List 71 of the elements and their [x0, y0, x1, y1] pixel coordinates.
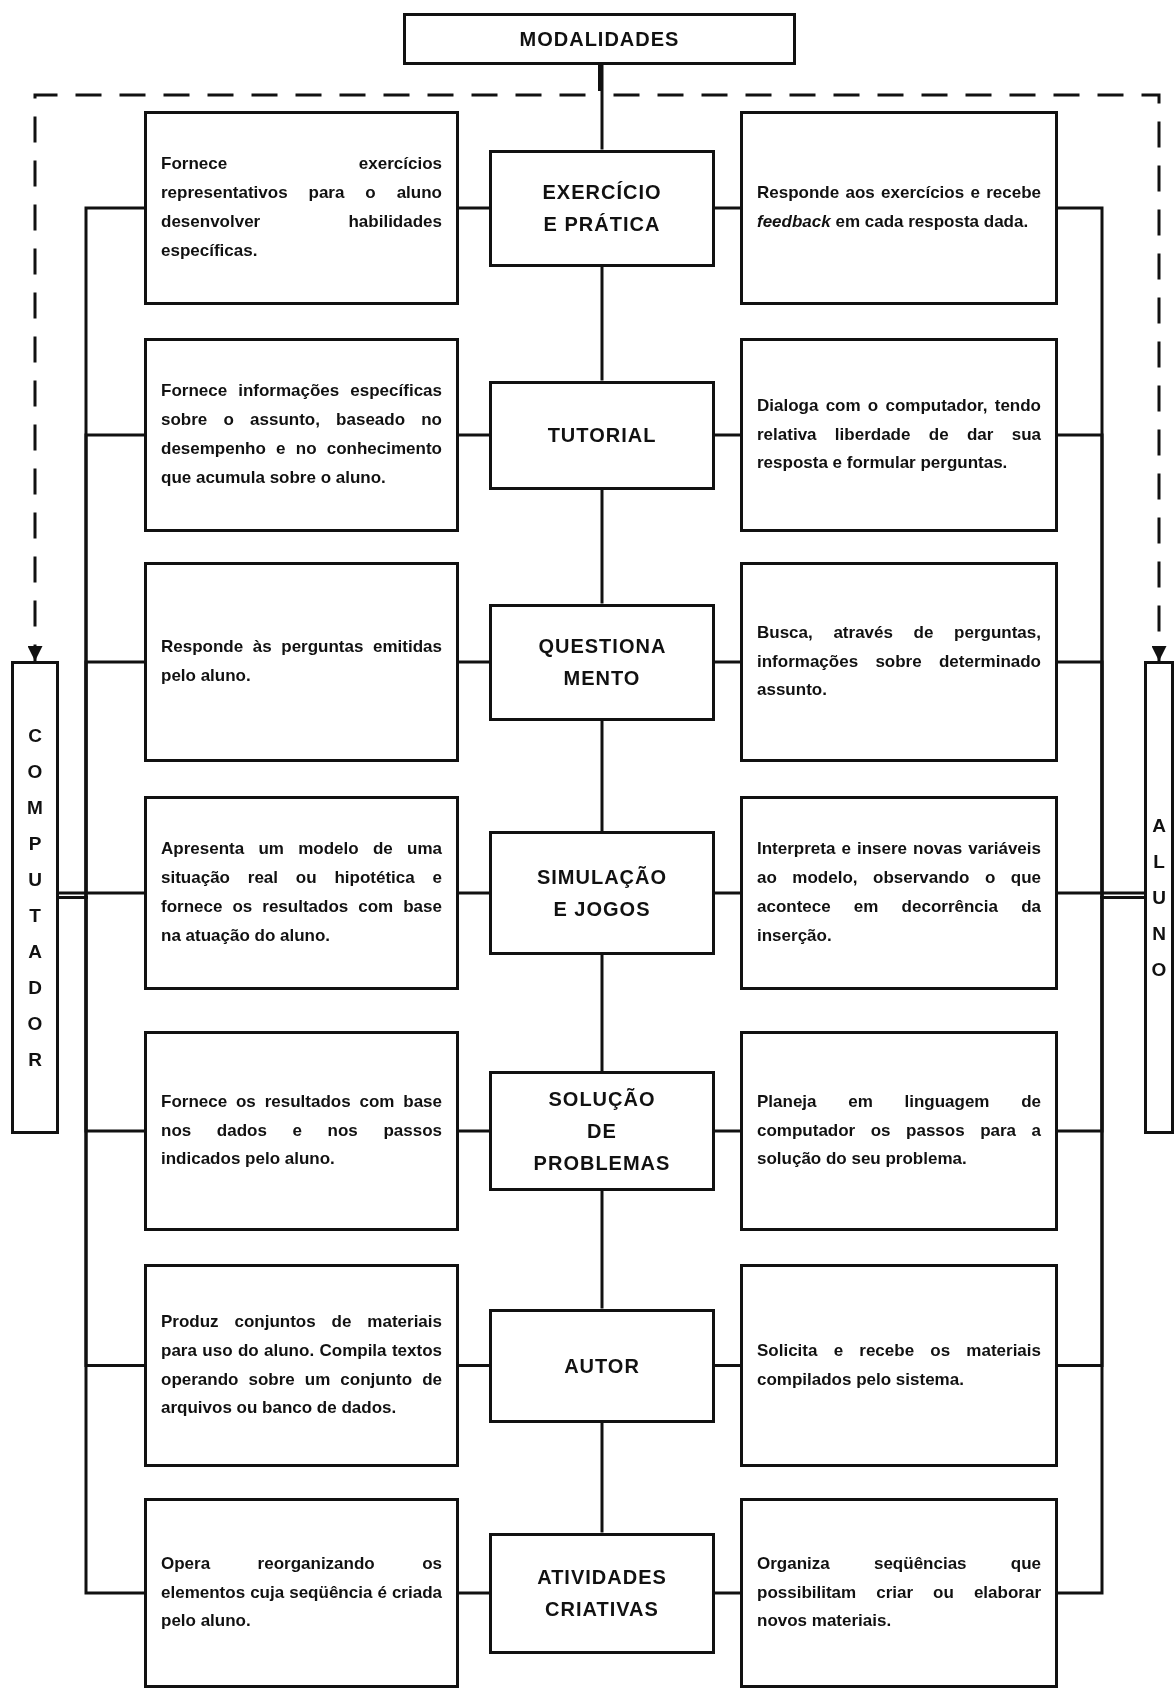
- connector-line: [459, 891, 489, 895]
- connector-line: [459, 1591, 489, 1595]
- connector-line: [715, 1364, 740, 1367]
- description-box: [740, 1498, 1058, 1688]
- vertical-label: ALUNO: [1150, 813, 1168, 982]
- connector-line: [459, 1129, 489, 1133]
- description-text: Responde às perguntas emitidas pelo aluno.: [160, 636, 443, 687]
- modality-box: [489, 380, 715, 490]
- connector-line: [459, 206, 489, 210]
- connector-line: [600, 266, 604, 381]
- description-text: Apresenta um modelo de uma situação real ou hipotética e fornece os resultados com base na atuação do aluno.: [160, 838, 443, 947]
- description-text: Produz conjuntos de materiais para uso do aluno. Compila textos operando sobre um conjunto de arquivos ou banco de dados.: [160, 1310, 443, 1420]
- modality-label: TUTORIAL: [547, 423, 657, 448]
- modality-label: EXERCÍCIO E PRÁTICA: [542, 180, 662, 237]
- connector-line: [715, 206, 740, 210]
- connector-line: [600, 1422, 604, 1533]
- description-text: Fornece exercícios representativos para o aluno desenvolver habilidades específicas.: [160, 153, 443, 262]
- description-box: [740, 1264, 1058, 1467]
- description-box: [144, 1031, 459, 1231]
- description-text: Fornece os resultados com base nos dados e nos passos indicados pelo aluno.: [160, 1090, 443, 1171]
- modality-label: AUTOR: [564, 1353, 640, 1379]
- description-text: Busca, através de perguntas, informações sobre determinado assunto.: [756, 621, 1042, 702]
- modality-label: ATIVIDADES CRIATIVAS: [537, 1565, 667, 1622]
- actor-box: [1144, 661, 1174, 1134]
- connector-line: [715, 1129, 740, 1133]
- modality-box: [489, 603, 715, 721]
- connector-line: [600, 1191, 604, 1309]
- connector-line: [715, 433, 740, 437]
- description-box: [144, 1264, 459, 1467]
- description-box: [740, 111, 1058, 305]
- connector-line: [1058, 891, 1144, 895]
- description-box: [740, 1031, 1058, 1231]
- connector-line: [715, 891, 740, 895]
- connector-line: [600, 65, 604, 150]
- connector-line: [459, 1364, 489, 1367]
- modality-box: [489, 1532, 715, 1654]
- connector-line: [600, 720, 604, 831]
- connector-line: [459, 433, 489, 437]
- modality-box: [489, 149, 715, 267]
- modality-label: SOLUÇÃO DE PROBLEMAS: [533, 1087, 671, 1176]
- description-box: [144, 562, 459, 762]
- vertical-label: COMPUTADOR: [26, 723, 44, 1072]
- description-text: Planeja em linguagem de computador os passos para a solução do seu problema.: [756, 1090, 1042, 1171]
- connector-line: [59, 891, 144, 895]
- connector-line: [715, 660, 740, 664]
- description-text: Organiza seqüências que possibilitam criar ou elaborar novos materiais.: [756, 1552, 1042, 1633]
- connector-line: [600, 955, 604, 1071]
- description-box: [144, 338, 459, 532]
- description-text: Responde aos exercícios e recebe feedback em cada resposta dada.: [756, 182, 1042, 233]
- description-box: [740, 562, 1058, 762]
- description-text: Opera reorganizando os elementos cuja seqüência é criada pelo aluno.: [160, 1552, 443, 1633]
- description-text: Interpreta e insere novas variáveis ao modelo, observando o que acontece em decorrência da inserção.: [756, 838, 1042, 947]
- modality-box: [489, 831, 715, 955]
- title-box: [403, 13, 796, 65]
- description-box: [740, 796, 1058, 990]
- description-text: Fornece informações específicas sobre o assunto, baseado no desempenho e no conhecimento que acumula sobre o aluno.: [160, 380, 443, 489]
- description-text: Solicita e recebe os materiais compilados pelo sistema.: [756, 1339, 1042, 1391]
- title-text: MODALIDADES: [519, 27, 680, 51]
- modality-label: QUESTIONA MENTO: [538, 634, 666, 691]
- connector-line: [715, 1591, 740, 1595]
- modality-box: [489, 1308, 715, 1423]
- modality-label: SIMULAÇÃO E JOGOS: [536, 865, 668, 922]
- description-text: Dialoga com o computador, tendo relativa liberdade de dar sua resposta e formular perguntas.: [756, 394, 1042, 475]
- connector-line: [459, 660, 489, 664]
- description-box: [144, 796, 459, 990]
- description-box: [144, 111, 459, 305]
- actor-box: [11, 661, 59, 1134]
- connector-line: [600, 489, 604, 604]
- modality-box: [489, 1071, 715, 1191]
- description-box: [144, 1498, 459, 1688]
- description-box: [740, 338, 1058, 532]
